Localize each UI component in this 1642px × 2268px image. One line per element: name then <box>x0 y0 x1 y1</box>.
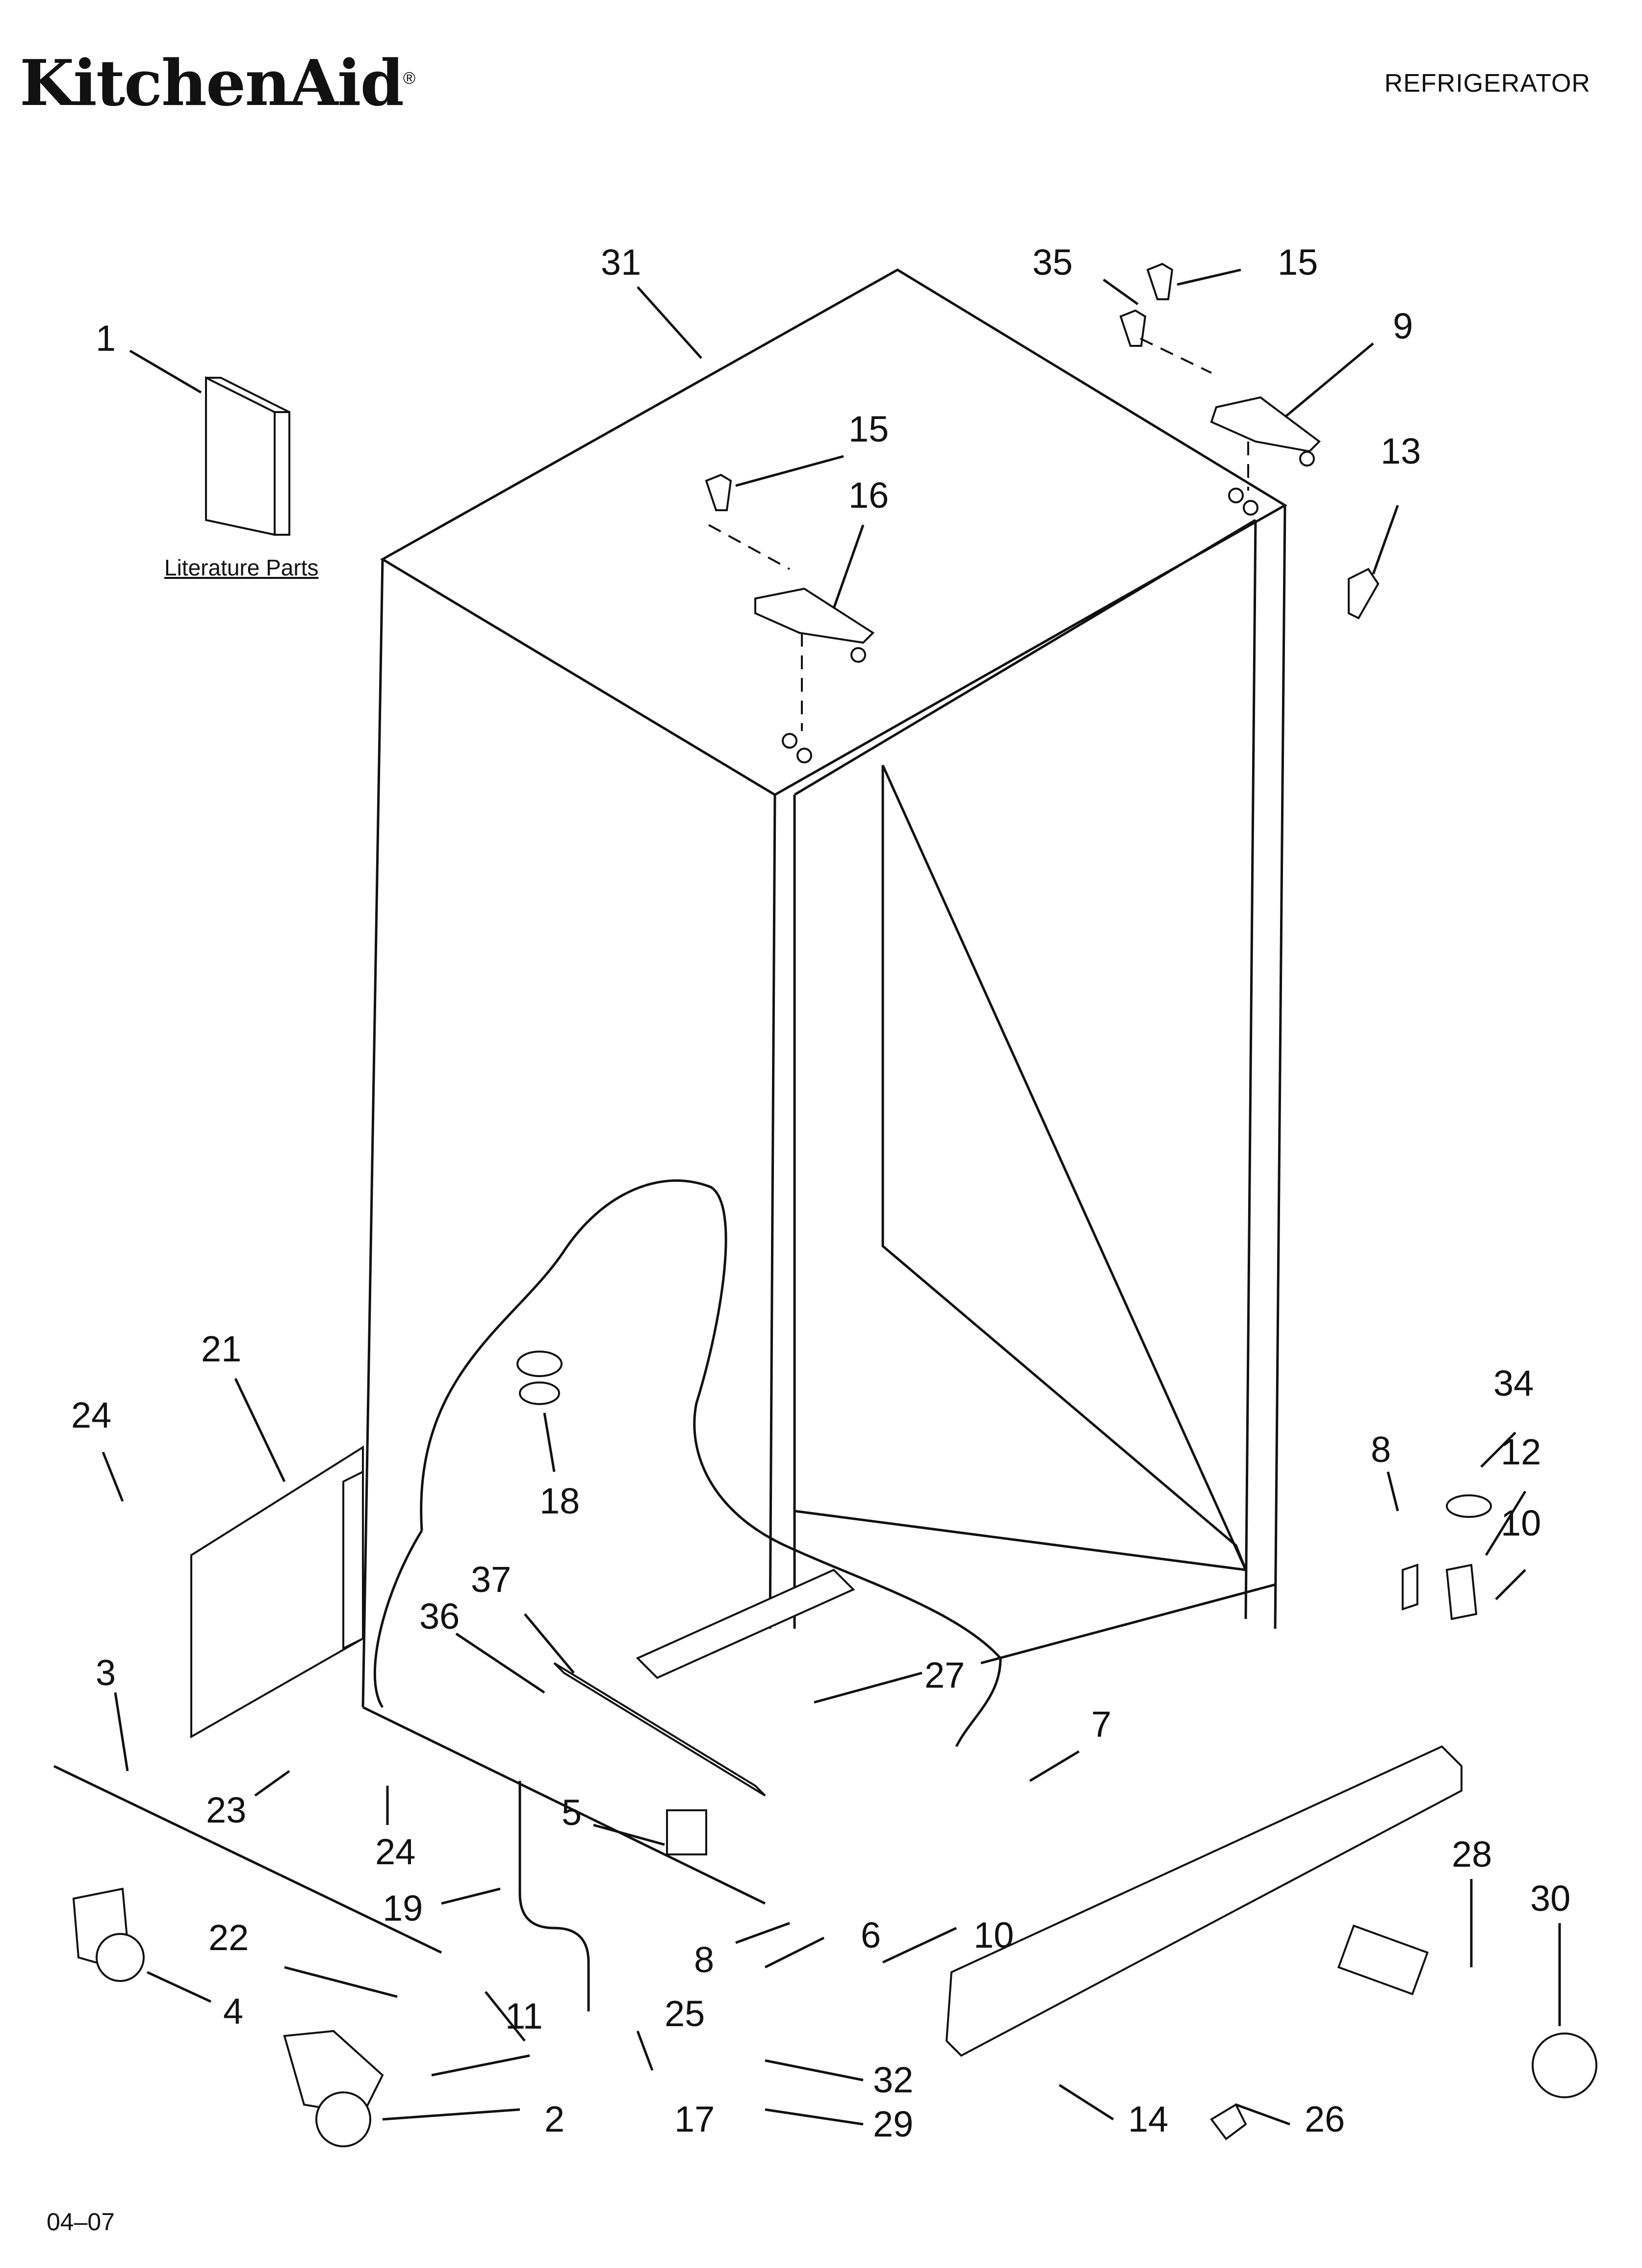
callout-label: 21 <box>201 1329 241 1369</box>
callout-label: 6 <box>861 1915 881 1955</box>
callout-label: 27 <box>924 1655 965 1695</box>
callout-label: 2 <box>544 2099 564 2139</box>
callout-label: 1 <box>96 318 116 359</box>
callout-label: 13 <box>1381 431 1421 471</box>
top-hinge-right <box>1119 262 1380 620</box>
callout-label: 9 <box>1393 306 1413 346</box>
callout-numbers: 1 31 35 15 9 15 16 13 21 24 18 37 36 27 … <box>71 242 1570 2144</box>
callout-label: 14 <box>1128 2099 1168 2139</box>
literature-booklet <box>205 376 290 536</box>
callout-label: 22 <box>208 1917 249 1958</box>
callout-label: 15 <box>1278 242 1318 283</box>
callout-label: 30 <box>1530 1878 1570 1919</box>
callout-label: 37 <box>471 1559 511 1600</box>
lower-parts <box>53 1351 1597 2147</box>
callout-label: 7 <box>1091 1704 1111 1745</box>
callout-label: 16 <box>848 475 889 516</box>
callout-label: 8 <box>694 1939 714 1980</box>
document-title: REFRIGERATOR <box>1384 69 1591 98</box>
callout-label: 24 <box>71 1395 111 1435</box>
callout-label: 3 <box>96 1652 116 1693</box>
rear-access-panel <box>190 1445 364 1739</box>
callout-label: 23 <box>206 1790 246 1830</box>
callout-label: 17 <box>674 2099 715 2139</box>
callout-label: 34 <box>1493 1363 1534 1404</box>
callout-label: 35 <box>1032 242 1073 283</box>
callout-label: 36 <box>419 1596 460 1637</box>
cabinet <box>361 268 1287 1905</box>
top-hinge-left <box>705 473 875 763</box>
callout-label: 10 <box>1501 1503 1541 1543</box>
callout-label: 26 <box>1305 2099 1345 2139</box>
callout-label: 25 <box>665 1993 705 2034</box>
literature-parts-label: Literature Parts <box>164 555 319 580</box>
callout-label: 18 <box>539 1481 580 1521</box>
callout-label: 28 <box>1452 1834 1492 1875</box>
callout-label: 24 <box>375 1831 415 1872</box>
callout-label: 19 <box>383 1888 423 1929</box>
callout-label: 4 <box>223 1991 243 2032</box>
callout-label: 10 <box>974 1915 1014 1955</box>
callout-label: 31 <box>601 242 641 283</box>
leader-lines <box>102 268 1561 2126</box>
callout-label: 29 <box>873 2104 913 2144</box>
brand-name: KitchenAid <box>20 47 404 120</box>
registered-mark: ® <box>403 69 415 88</box>
callout-label: 12 <box>1501 1432 1541 1472</box>
callout-label: 11 <box>505 1996 543 2036</box>
callout-label: 8 <box>1371 1429 1391 1470</box>
revision-code: 04–07 <box>47 2208 115 2236</box>
callout-label: 5 <box>562 1792 582 1833</box>
brand-logo: KitchenAid® <box>20 47 415 120</box>
callout-label: 32 <box>873 2059 913 2100</box>
callout-label: 15 <box>848 409 889 449</box>
